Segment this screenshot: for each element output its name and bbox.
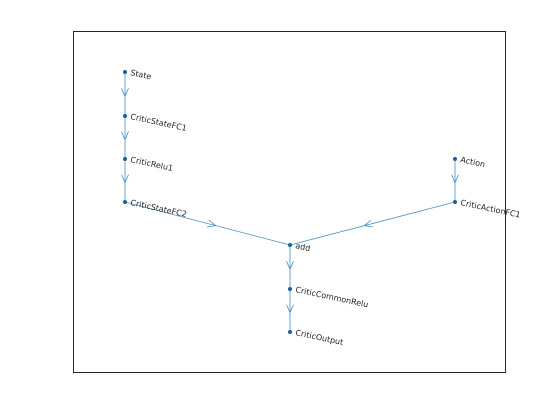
edge-layer xyxy=(121,72,459,332)
arrowhead-critic-state-fc1-to-critic-relu1 xyxy=(121,131,129,141)
node-critic-relu1[interactable] xyxy=(123,157,127,161)
node-critic-output[interactable] xyxy=(288,330,292,334)
node-critic-state-fc1[interactable] xyxy=(123,114,127,118)
arrowhead-critic-action-fc1-to-add xyxy=(363,219,373,228)
node-label-add: add xyxy=(295,241,312,253)
label-layer: StateCriticStateFC1CriticRelu1CriticStat… xyxy=(130,68,522,347)
node-label-critic-state-fc1: CriticStateFC1 xyxy=(130,112,188,133)
arrowhead-critic-relu1-to-critic-state-fc2 xyxy=(121,174,129,184)
edge-critic-action-fc1-to-add xyxy=(289,201,456,246)
node-label-critic-relu1: CriticRelu1 xyxy=(130,155,174,173)
node-critic-state-fc2[interactable] xyxy=(123,200,127,204)
node-critic-action-fc1[interactable] xyxy=(453,200,457,204)
node-label-critic-output: CriticOutput xyxy=(295,328,344,347)
plot-axes xyxy=(73,31,506,373)
node-label-critic-action-fc1: CriticActionFC1 xyxy=(460,198,522,220)
node-layer xyxy=(123,70,457,334)
node-label-critic-state-fc2: CriticStateFC2 xyxy=(130,198,188,219)
node-action[interactable] xyxy=(453,157,457,161)
arrowhead-critic-common-relu-to-critic-output xyxy=(286,304,294,314)
arrowhead-state-to-critic-state-fc1 xyxy=(121,88,129,98)
edge-critic-state-fc2-to-add xyxy=(124,201,291,246)
arrowhead-add-to-critic-common-relu xyxy=(286,261,294,271)
node-add[interactable] xyxy=(288,243,292,247)
node-label-critic-common-relu: CriticCommonRelu xyxy=(295,285,370,309)
node-label-state: State xyxy=(130,68,153,81)
arrowhead-critic-state-fc2-to-add xyxy=(207,219,217,228)
node-label-action: Action xyxy=(460,155,486,169)
arrowhead-action-to-critic-action-fc1 xyxy=(451,174,459,184)
node-critic-common-relu[interactable] xyxy=(288,287,292,291)
node-state[interactable] xyxy=(123,70,127,74)
